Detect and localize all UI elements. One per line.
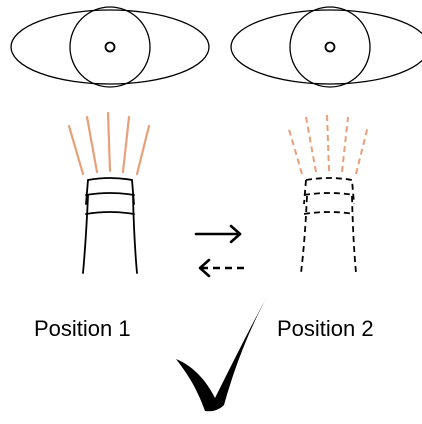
eye-left-icon [11,7,209,87]
arrow-left-dashed-icon [200,260,244,276]
finger-rays-solid [69,113,149,174]
eye-right-icon [231,7,422,87]
hand-dashed-icon [288,113,368,273]
position-1-label: Position 1 [34,318,131,340]
hand-solid-icon [69,113,149,273]
arrow-right-icon [196,226,240,242]
position-2-label: Position 2 [277,318,374,340]
finger-rays-dashed [288,113,368,174]
checkmark-icon [176,295,268,411]
